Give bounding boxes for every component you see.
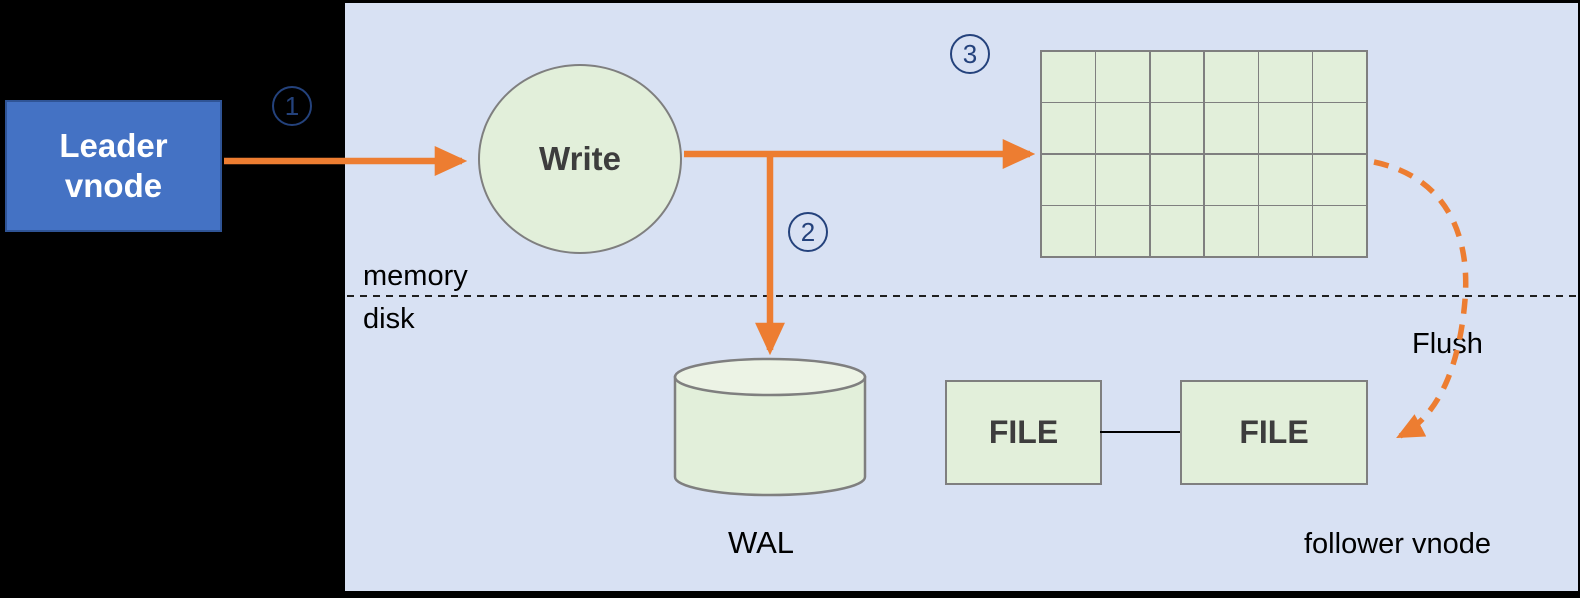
memtable-cell [1313,154,1366,205]
memtable-cell [1150,206,1204,256]
step-3-badge: 3 [950,34,990,74]
memtable-cell [1259,154,1312,205]
step-3-number: 3 [962,38,978,69]
leader-vnode-label-line2: vnode [64,167,163,204]
wal-label: WAL [728,525,795,560]
write-label: Write [539,140,621,177]
memtable-cell [1096,154,1149,205]
disk-region-label: disk [363,303,415,335]
memtable-cell [1150,103,1204,154]
memtable-cell [1204,52,1258,102]
memtable-cell [1042,154,1095,205]
memtable-grid [1040,50,1368,258]
step-2-badge: 2 [788,212,828,252]
memtable-cell [1313,206,1366,256]
memtable-cell [1150,154,1204,205]
memtable-cell [1204,154,1258,205]
file-box-2: FILE [1180,380,1368,485]
memtable-cell [1096,52,1149,102]
memtable-cell [1096,103,1149,154]
memtable-cell [1204,103,1258,154]
step-1-number: 1 [284,90,300,121]
file-2-label: FILE [1239,414,1309,450]
file-1-label: FILE [988,414,1059,450]
memtable-cell [1042,206,1095,256]
memtable-cell [1313,103,1366,154]
write-node: Write [478,64,682,254]
memtable-cell [1042,52,1095,102]
memtable-cell [1259,206,1312,256]
memtable-cell [1259,103,1312,154]
leader-vnode-box: Leader vnode [5,100,222,232]
file-box-1: FILE [945,380,1102,485]
memtable-cell [1150,52,1204,102]
memory-region-label: memory [363,260,468,292]
memtable-cell [1042,103,1095,154]
flush-label: Flush [1412,328,1483,360]
memtable-cell [1313,52,1366,102]
leader-vnode-label-line1: Leader [59,127,168,165]
step-1-badge: 1 [272,86,312,126]
memtable-cell [1096,206,1149,256]
memtable-cell [1259,52,1312,102]
file-connector-line [1100,431,1182,433]
memtable-cell [1204,206,1258,256]
follower-vnode-label: follower vnode [1304,528,1491,560]
step-2-number: 2 [800,216,816,247]
